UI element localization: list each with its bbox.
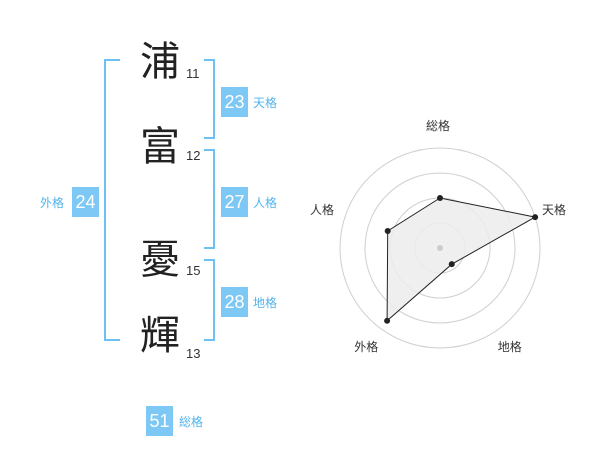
radar-axis-label-1: 総格 <box>426 119 451 133</box>
stroke-count-2: 12 <box>186 148 201 163</box>
radar-axis-label-3: 地格 <box>497 339 522 354</box>
stroke-count-3: 15 <box>186 263 201 278</box>
radar-axis-label-2: 天格 <box>542 203 567 218</box>
radar-point-5 <box>384 228 391 235</box>
tenkaku-value: 23 <box>221 87 248 117</box>
gaikaku-value: 24 <box>72 187 99 217</box>
radar-point-1 <box>437 195 443 201</box>
name-char-4: 輝 <box>140 313 180 359</box>
gaikaku-bracket <box>104 59 120 341</box>
stroke-count-4: 13 <box>186 346 201 361</box>
radar-grid-ring <box>364 172 516 324</box>
soukaku-label: 総格 <box>179 415 204 429</box>
soukaku-value: 51 <box>146 406 173 436</box>
radar-axis-label-5: 人格 <box>309 203 334 218</box>
chikaku-label: 地格 <box>253 296 278 310</box>
stroke-count-1: 11 <box>186 66 200 81</box>
name-char-2: 富 <box>140 124 180 170</box>
radar-center-point <box>437 245 443 251</box>
radar-point-4 <box>384 317 391 324</box>
radar-grid-ring <box>339 147 541 349</box>
radar-point-2 <box>532 214 539 221</box>
radar-data-area <box>386 197 537 322</box>
chikaku-bracket <box>204 259 215 341</box>
jinkaku-value: 27 <box>221 187 248 217</box>
name-char-1: 浦 <box>140 39 180 85</box>
name-char-3: 憂 <box>140 237 180 283</box>
tenkaku-label: 天格 <box>253 96 278 110</box>
gaikaku-label: 外格 <box>40 196 65 210</box>
radar-point-3 <box>448 261 455 268</box>
jinkaku-label: 人格 <box>253 196 278 210</box>
jinkaku-bracket <box>204 149 215 249</box>
tenkaku-bracket <box>204 59 215 139</box>
chikaku-value: 28 <box>221 287 248 317</box>
radar-axis-label-4: 外格 <box>354 339 379 354</box>
